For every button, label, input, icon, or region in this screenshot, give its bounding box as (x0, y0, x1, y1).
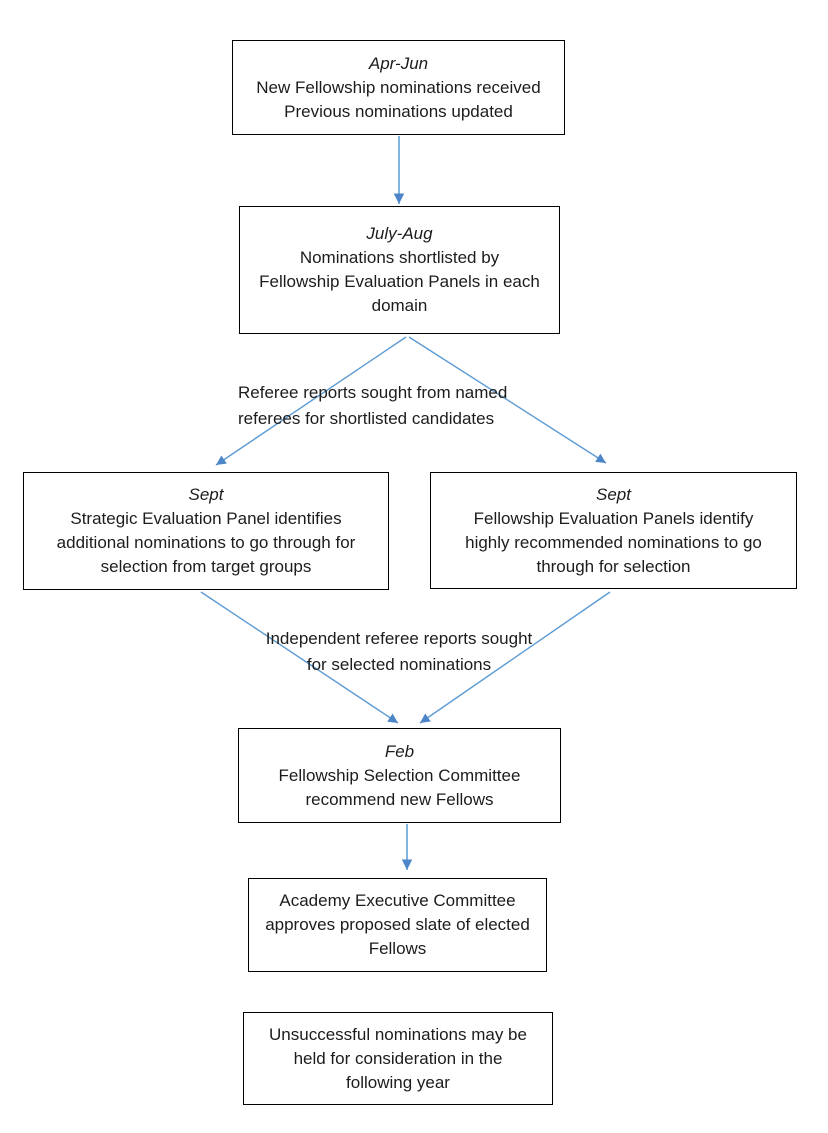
node-date-label: Sept (188, 485, 224, 504)
node-text-line: following year (346, 1072, 450, 1092)
label-text-line: Independent referee reports sought (265, 629, 533, 648)
node-text-line: Academy Executive Committee (279, 891, 516, 910)
node-text-line: highly recommended nominations to go (465, 532, 762, 552)
node-date-label: Sept (596, 484, 631, 504)
node-text-line: Fellowship Evaluation Panels in each (259, 272, 540, 291)
label-referee-reports: Referee reports sought from named refere… (238, 380, 507, 432)
node-date-label: July-Aug (366, 224, 433, 243)
node-july-aug: July-Aug Nominations shortlisted by Fell… (239, 206, 560, 334)
label-independent-referee-reports: Independent referee reports sought for s… (238, 626, 560, 678)
node-text-line: Strategic Evaluation Panel identifies (70, 509, 342, 528)
label-text-line: referees for shortlisted candidates (238, 409, 495, 428)
node-text-line: approves proposed slate of elected (265, 915, 530, 934)
node-text-line: recommend new Fellows (305, 789, 494, 809)
node-text-line: Fellows (368, 939, 427, 958)
node-feb: Feb Fellowship Selection Committee recom… (238, 728, 561, 823)
node-text-line: Nominations shortlisted by (299, 248, 500, 267)
node-date-label: Apr-Jun (368, 53, 429, 73)
node-unsuccessful: Unsuccessful nominations may be held for… (243, 1012, 553, 1105)
label-text-line: Referee reports sought from named (238, 383, 508, 402)
node-text-line: additional nominations to go through for (56, 533, 356, 552)
node-text-line: through for selection (536, 556, 691, 576)
node-sept-strategic: Sept Strategic Evaluation Panel identifi… (23, 472, 389, 590)
node-text-line: Unsuccessful nominations may be (269, 1024, 527, 1044)
node-sept-fellowship: Sept Fellowship Evaluation Panels identi… (430, 472, 797, 589)
node-date-label: Feb (384, 741, 415, 761)
node-text-line: New Fellowship nominations received (256, 77, 541, 97)
node-text-line: Previous nominations updated (284, 101, 513, 121)
label-text-line: for selected nominations (306, 655, 492, 674)
node-academy-executive: Academy Executive Committee approves pro… (248, 878, 547, 972)
node-text-line: selection from target groups (100, 557, 312, 576)
node-text-line: Fellowship Evaluation Panels identify (473, 508, 754, 528)
node-text-line: domain (371, 296, 428, 315)
node-text-line: Fellowship Selection Committee (278, 765, 521, 785)
node-apr-jun: Apr-Jun New Fellowship nominations recei… (232, 40, 565, 135)
node-text-line: held for consideration in the (293, 1048, 503, 1068)
